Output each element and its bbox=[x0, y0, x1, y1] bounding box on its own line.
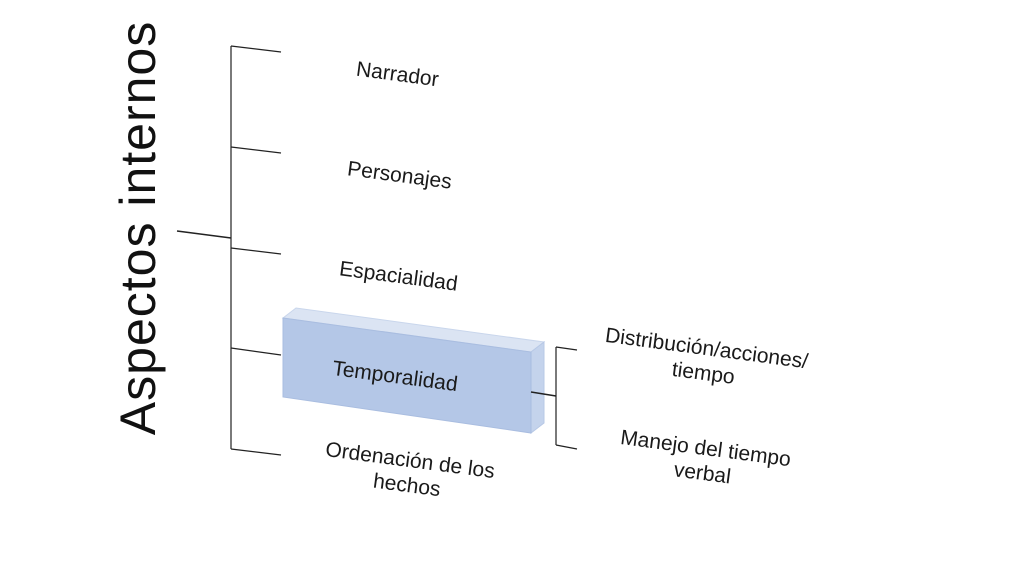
branch-temporalidad bbox=[230, 347, 282, 356]
branch-personajes bbox=[230, 146, 282, 154]
temporalidad-box-side bbox=[530, 340, 545, 435]
sub-connector bbox=[530, 391, 557, 397]
sub-branch-manejo bbox=[555, 444, 578, 450]
main-title: Aspectos internos bbox=[110, 20, 166, 436]
temporalidad-box-face bbox=[282, 317, 532, 434]
title-connector bbox=[176, 230, 232, 239]
branch-ordenacion bbox=[230, 448, 282, 456]
branch-narrador bbox=[230, 45, 282, 53]
sub-branch-distribucion bbox=[555, 346, 578, 351]
branch-espacialidad bbox=[230, 247, 282, 255]
